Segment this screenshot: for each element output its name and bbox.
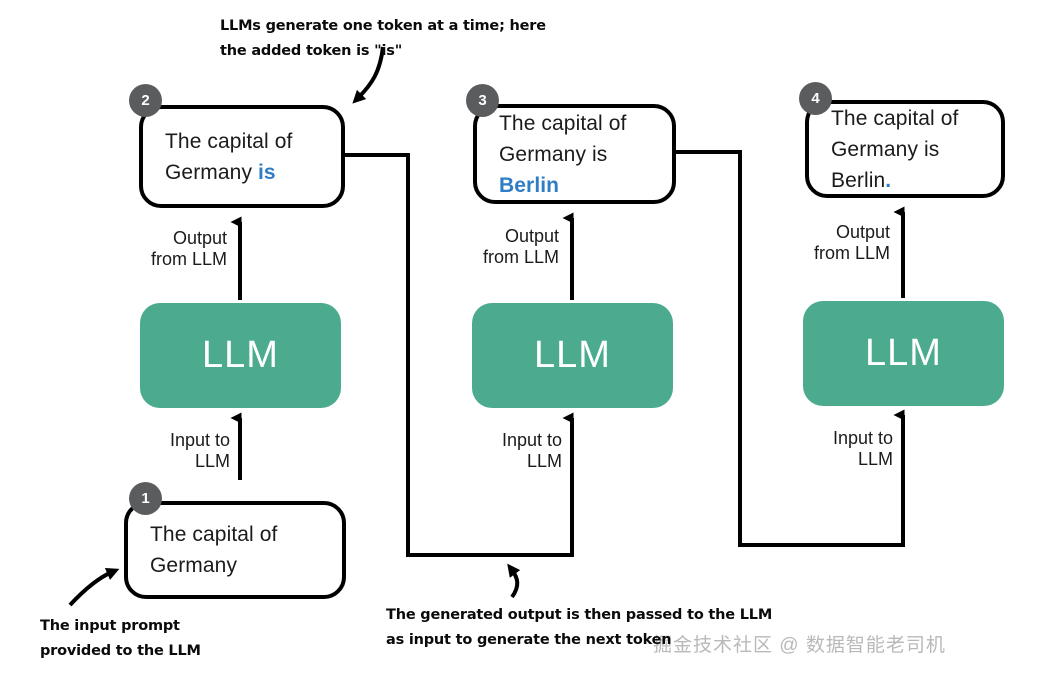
output-box-step-4-text: The capital of Germany is Berlin. <box>809 103 1001 196</box>
output-box-step-4: The capital of Germany is Berlin. <box>805 100 1005 198</box>
output-box-step-3-new-token: Berlin <box>499 173 560 197</box>
input-prompt-box-step-1-text: The capital of Germany <box>128 519 299 581</box>
step-badge-2: 2 <box>129 84 162 117</box>
callout-arrow-bottom-left <box>68 567 120 607</box>
input-flow-label-1: Input to LLM <box>169 430 230 471</box>
output-box-step-2: The capital of Germany is <box>139 105 345 208</box>
callout-bottom-center-annotation: The generated output is then passed to t… <box>386 607 773 648</box>
callout-bottom-left-annotation: The input prompt provided to the LLM <box>40 618 201 659</box>
output-box-step-2-line1: The capital of <box>165 129 293 153</box>
output-flow-label-1: Output from LLM <box>150 228 227 269</box>
output-flow-label-3: Output from LLM <box>813 222 890 263</box>
llm-box-2: LLM <box>472 303 673 408</box>
step-badge-1: 1 <box>129 482 162 515</box>
watermark-text: 掘金技术社区 @ 数据智能老司机 <box>653 635 946 656</box>
output-box-step-3-text: The capital of Germany is Berlin <box>477 108 672 201</box>
input-flow-label-3: Input to LLM <box>832 428 893 469</box>
input-prompt-line2: Germany <box>150 554 238 577</box>
output-box-step-4-new-token: . <box>885 168 892 192</box>
output-box-step-4-line1: The capital of <box>831 106 959 130</box>
callout-arrow-bottom-center <box>507 563 521 599</box>
llm-box-3: LLM <box>803 301 1004 406</box>
output-flow-label-2: Output from LLM <box>482 226 559 267</box>
output-box-step-2-text: The capital of Germany is <box>143 126 314 188</box>
output-box-step-2-line2: Germany <box>165 160 258 184</box>
llm-box-1: LLM <box>140 303 341 408</box>
output-box-step-3-line1: The capital of <box>499 111 627 135</box>
callout-top-annotation: LLMs generate one token at a time; here … <box>220 18 546 59</box>
output-box-step-3-line2: Germany is <box>499 142 608 166</box>
output-box-step-2-new-token: is <box>258 160 276 184</box>
input-prompt-box-step-1: The capital of Germany <box>124 501 346 599</box>
output-box-step-3: The capital of Germany is Berlin <box>473 104 676 204</box>
input-prompt-line1: The capital of <box>150 523 278 546</box>
step-badge-4: 4 <box>799 82 832 115</box>
step-badge-3: 3 <box>466 84 499 117</box>
input-flow-label-2: Input to LLM <box>501 430 562 471</box>
